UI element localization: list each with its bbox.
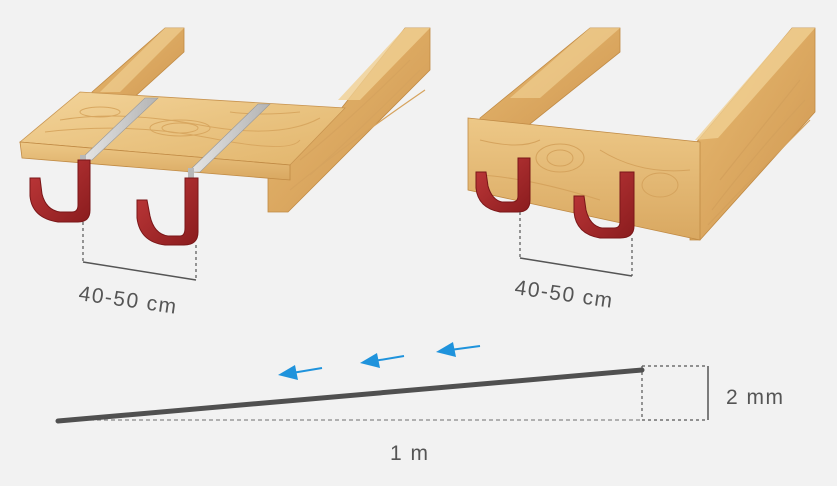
flow-arrow-1 — [278, 365, 323, 380]
left-deck-board-edge — [19, 141, 291, 181]
left-roof-assembly: 40-50 cm — [18, 27, 431, 319]
right-fascia-board — [467, 117, 701, 241]
left-hook-2 — [136, 177, 199, 246]
gutter-slope-diagram: 2 mm 1 m — [55, 342, 785, 465]
flow-arrow-2 — [360, 353, 405, 368]
left-strap-1 — [79, 97, 159, 161]
left-spacing-label: 40-50 cm — [77, 282, 179, 319]
left-deck-grain — [44, 106, 321, 147]
right-spacing-label: 40-50 cm — [513, 276, 615, 313]
right-hook-2 — [573, 171, 635, 239]
right-fascia-grain — [479, 139, 691, 201]
flow-arrow-3 — [436, 342, 481, 357]
right-fascia-assembly: 40-50 cm — [467, 27, 816, 313]
slope-rise-label: 2 mm — [726, 386, 785, 409]
left-rafter-right — [267, 27, 431, 213]
slope-run-label: 1 m — [390, 442, 430, 465]
left-hook-1 — [29, 159, 91, 223]
right-dim-line — [519, 257, 633, 277]
right-hook-1 — [475, 157, 531, 213]
left-strap-2 — [187, 103, 271, 173]
right-rafter-right — [689, 27, 816, 241]
left-strap-2-drop — [188, 168, 194, 186]
gutter-line — [55, 367, 645, 424]
left-dim-line — [82, 261, 197, 281]
